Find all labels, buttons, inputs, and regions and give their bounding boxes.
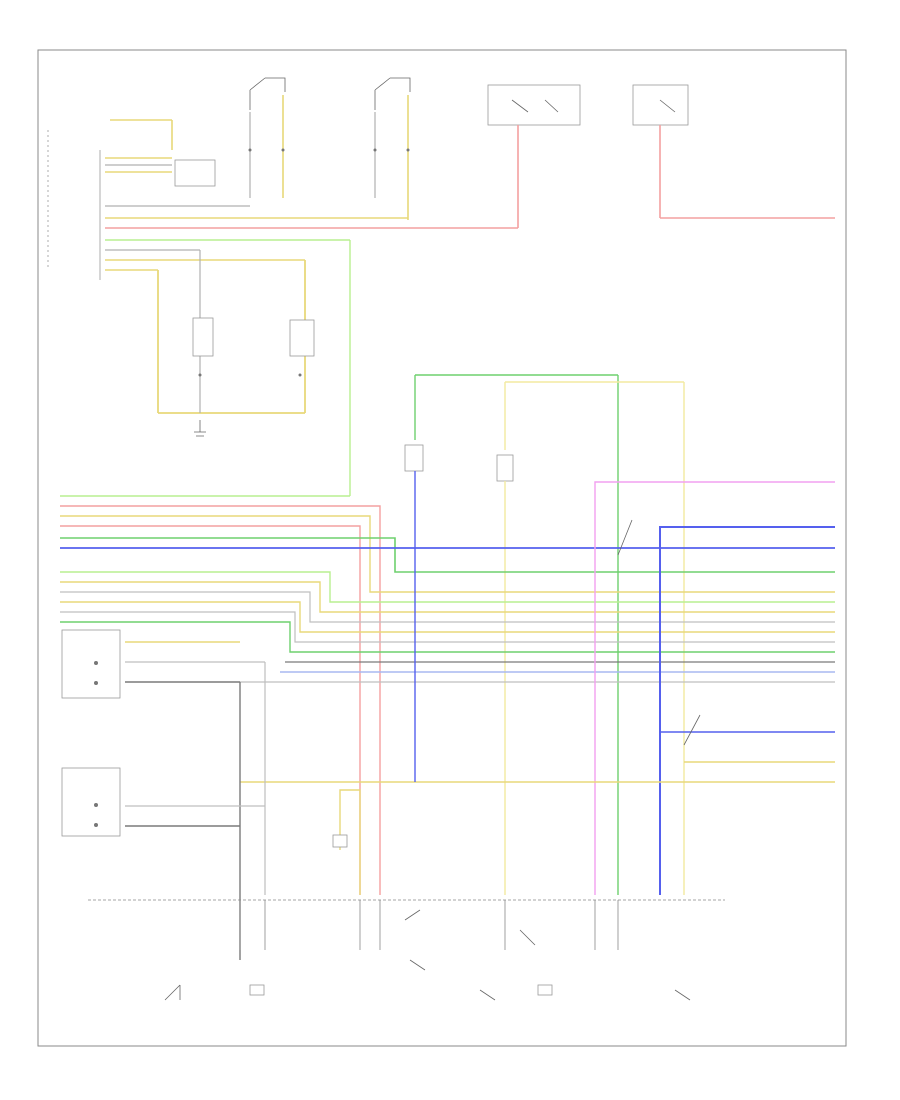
fuse-box-1 (487, 84, 581, 126)
switch-assembly-1 (248, 77, 286, 198)
lamp-unit-2 (61, 767, 121, 837)
bottom-lamp-2 (537, 984, 553, 996)
bottom-switches (164, 900, 691, 1001)
sensor-box-a (404, 444, 424, 472)
wire-harness (60, 481, 835, 895)
left-connector-block (47, 119, 519, 496)
bottom-lamp-1 (249, 984, 265, 996)
lamp-unit-1 (61, 629, 121, 699)
diagram-frame (37, 49, 847, 1047)
switch-assembly-2 (373, 77, 411, 220)
left-lamp-units (61, 548, 416, 960)
relay-box-b (289, 319, 315, 357)
right-middle-feeds (404, 374, 685, 895)
fuse-box-2 (632, 84, 689, 126)
sensor-box-b (496, 454, 514, 482)
relay-loop (157, 250, 315, 437)
top-components (248, 77, 835, 220)
lamp-small (332, 834, 348, 848)
center-lamp (332, 789, 361, 895)
small-relay (174, 159, 216, 187)
relay-box-a (192, 317, 214, 357)
